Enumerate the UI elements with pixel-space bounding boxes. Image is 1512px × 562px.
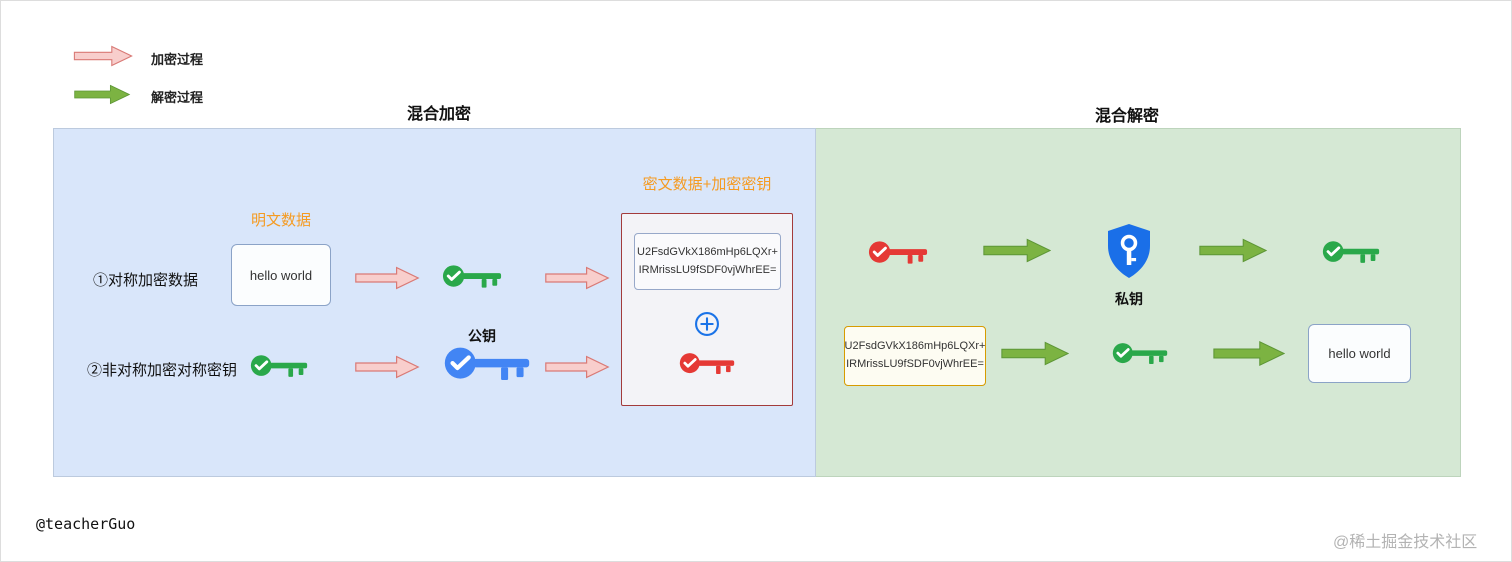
decrypt-arrow-icon [1199, 237, 1267, 264]
plus-circle-icon [693, 310, 721, 338]
encrypt-arrow-icon [349, 355, 425, 379]
plaintext-value: hello world [249, 267, 313, 283]
decrypted-result-value: hello world [1328, 346, 1391, 361]
public-key-label: 公钥 [468, 328, 496, 344]
encrypt-section-title: 混合加密 [407, 106, 472, 123]
plaintext-box: hello world [231, 244, 331, 306]
decrypt-panel [816, 128, 1461, 477]
author-signature: @teacherGuo [36, 515, 136, 533]
decrypted-result-box: hello world [1308, 324, 1411, 383]
encrypted-key-icon [678, 350, 736, 378]
row2-label: ②非对称加密对称密钥 [87, 362, 238, 379]
plaintext-label: 明文数据 [250, 212, 311, 229]
community-watermark: @稀土掘金技术社区 [1333, 534, 1478, 551]
recovered-symmetric-key-icon [1321, 238, 1381, 267]
decrypt-cipher-line2: IRMrissLU9fSDF0vjWhrEE= [846, 358, 984, 370]
cipher-text-box: U2FsdGVkX186mHp6LQXr+ IRMrissLU9fSDF0vjW… [634, 233, 781, 290]
legend-encrypt-label: 加密过程 [151, 52, 204, 67]
cipher-package-label: 密文数据+加密密钥 [642, 176, 772, 193]
decrypt-section-title: 混合解密 [1095, 108, 1160, 125]
symmetric-key-icon [441, 262, 503, 292]
encrypt-arrow-icon [349, 266, 425, 290]
cipher-text-line2: IRMrissLU9fSDF0vjWhrEE= [638, 263, 777, 276]
private-key-shield-icon [1104, 222, 1154, 280]
private-key-label: 私钥 [1115, 291, 1143, 307]
legend-decrypt-label: 解密过程 [151, 90, 204, 105]
decrypt-arrow-icon [1213, 340, 1285, 367]
public-key-icon [442, 343, 532, 386]
cipher-text-line1: U2FsdGVkX186mHp6LQXr+ [637, 245, 778, 258]
encrypted-key-icon [867, 238, 929, 268]
encrypt-arrow-icon [539, 266, 615, 290]
symmetric-key-icon [1111, 340, 1169, 368]
decrypt-cipher-line1: U2FsdGVkX186mHp6LQXr+ [844, 340, 986, 353]
decrypt-arrow-icon [67, 84, 137, 105]
decrypt-arrow-icon [983, 237, 1051, 264]
decrypt-cipher-text-box: U2FsdGVkX186mHp6LQXr+ IRMrissLU9fSDF0vjW… [844, 326, 986, 386]
row1-label: ①对称加密数据 [93, 272, 199, 289]
symmetric-key-icon [249, 352, 309, 381]
encrypt-arrow-icon [539, 355, 615, 379]
decrypt-arrow-icon [1001, 340, 1069, 367]
encrypt-arrow-icon [67, 45, 139, 67]
